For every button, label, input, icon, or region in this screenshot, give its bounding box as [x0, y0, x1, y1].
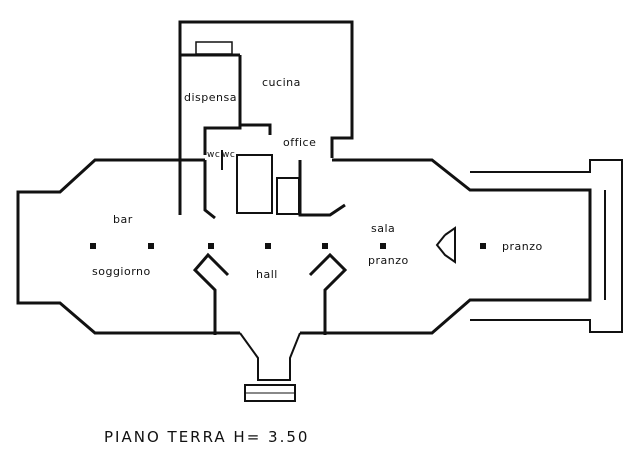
columns: [90, 243, 486, 249]
column: [480, 243, 486, 249]
room-label-dispensa: dispensa: [184, 91, 237, 104]
core-wall-left: [203, 160, 216, 220]
room-label-sala-pranzo: pranzo: [368, 254, 409, 267]
column: [265, 243, 271, 249]
column: [148, 243, 154, 249]
room-label-wc-2: wc: [222, 150, 236, 160]
room-label-hall: hall: [256, 268, 278, 281]
room-label-office: office: [283, 136, 317, 149]
entrance: [239, 332, 301, 381]
core-wall-right: [298, 160, 346, 217]
plan-caption: PIANO TERRA H= 3.50: [104, 428, 310, 446]
room-label-pranzo: pranzo: [502, 240, 543, 253]
office-counter: [240, 123, 272, 135]
annex-walls: [470, 159, 623, 333]
room-label-bar: bar: [113, 213, 133, 226]
room-label-soggiorno: soggiorno: [92, 265, 151, 278]
room-label-cucina: cucina: [262, 76, 301, 89]
kitchen-stair: [195, 41, 233, 55]
hall-pier-right: [308, 252, 348, 335]
left-wing-walls: [16, 158, 240, 335]
hall-pier-left: [192, 252, 230, 335]
column: [90, 243, 96, 249]
column: [208, 243, 214, 249]
dispensa-wall: [203, 55, 242, 155]
column: [322, 243, 328, 249]
room-label-sala: sala: [371, 222, 396, 235]
elevator: [276, 177, 300, 215]
column: [380, 243, 386, 249]
room-label-wc-1: wc: [207, 150, 221, 160]
staircase: [236, 154, 273, 214]
right-wing-walls: [300, 158, 592, 335]
dining-pier: [435, 226, 456, 264]
